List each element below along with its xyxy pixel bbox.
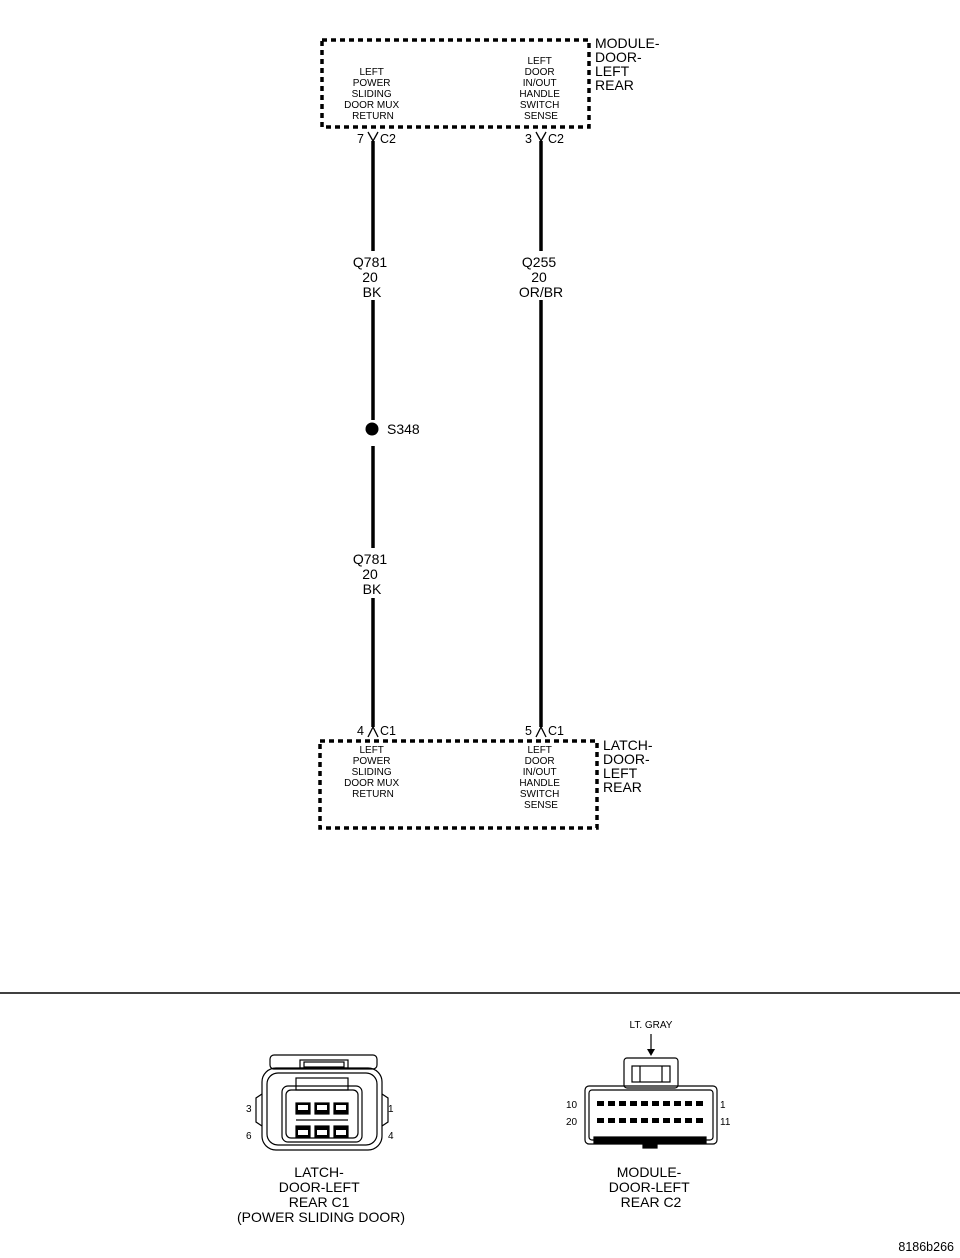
latch-pin2-function: LEFT DOOR IN/OUT HANDLE SWITCH SENSE [519, 745, 562, 811]
latch-c1-connector-face-icon [255, 1054, 389, 1151]
module-c2-pin-bottom-right: 11 [720, 1117, 731, 1128]
module-c2-cavity [663, 1118, 670, 1123]
module-c2-cavity [696, 1118, 703, 1123]
module-c2-cavity [630, 1118, 637, 1123]
module-c2-callout-arrow-icon [647, 1034, 655, 1056]
module-pin2-connector: C2 [548, 132, 564, 146]
module-pin2-function: LEFT DOOR IN/OUT HANDLE SWITCH SENSE [519, 56, 562, 122]
module-c2-pin-bottom-left: 20 [566, 1117, 578, 1128]
latch-connector-symbol-right [535, 725, 547, 738]
latch-c1-pin-bottom-left: 6 [246, 1131, 252, 1142]
latch-connector-symbol-left [367, 725, 379, 738]
module-c2-cavity [652, 1101, 659, 1106]
latch-pin1-connector: C1 [380, 724, 396, 738]
module-c2-pin-top-right: 1 [720, 1100, 726, 1111]
module-c2-cavity [674, 1101, 681, 1106]
module-pin1-connector: C2 [380, 132, 396, 146]
splice-s348-label: S348 [387, 421, 420, 437]
latch-pin2-connector: C1 [548, 724, 564, 738]
figure-id: 8186b266 [898, 1240, 954, 1254]
module-c2-cavity [674, 1118, 681, 1123]
module-door-left-rear-box [320, 38, 591, 129]
module-c2-cavity [619, 1118, 626, 1123]
module-c2-cavity [619, 1101, 626, 1106]
module-c2-cavity [641, 1101, 648, 1106]
module-c2-cavity [652, 1118, 659, 1123]
splice-s348-dot [365, 422, 379, 436]
latch-pin1-function: LEFT POWER SLIDING DOOR MUX RETURN [344, 745, 402, 800]
module-c2-cavity [597, 1101, 604, 1106]
wire-q781-lower-label: Q781 20 BK [353, 551, 391, 597]
module-c2-cavity [685, 1101, 692, 1106]
module-c2-cavity [685, 1118, 692, 1123]
module-c2-connector-face-icon [584, 1057, 718, 1149]
latch-c1-caption: LATCH- DOOR-LEFT REAR C1 (POWER SLIDING … [237, 1164, 405, 1225]
module-c2-cavity [663, 1101, 670, 1106]
latch-pin2-cavity: 5 [525, 724, 532, 738]
latch-name-label: LATCH- DOOR- LEFT REAR [603, 737, 656, 795]
module-connector-symbol-left [367, 131, 379, 143]
wire-q255-label: Q255 20 OR/BR [519, 254, 563, 300]
module-connector-symbol-right [535, 131, 547, 143]
module-c2-pin-top-left: 10 [566, 1100, 578, 1111]
module-c2-cavity [608, 1101, 615, 1106]
module-pin1-function: LEFT POWER SLIDING DOOR MUX RETURN [344, 67, 402, 122]
wire-q781-upper-label: Q781 20 BK [353, 254, 391, 300]
module-c2-cavity [696, 1101, 703, 1106]
module-c2-caption: MODULE- DOOR-LEFT REAR C2 [609, 1164, 694, 1210]
module-c2-cavity [630, 1101, 637, 1106]
latch-pin1-cavity: 4 [357, 724, 364, 738]
module-name-label: MODULE- DOOR- LEFT REAR [595, 35, 663, 93]
module-c2-color-callout: LT. GRAY [630, 1020, 673, 1031]
latch-door-left-rear-box [318, 739, 599, 830]
module-c2-cavity-rows [597, 1101, 703, 1123]
latch-c1-pin-top-left: 3 [246, 1104, 252, 1115]
module-pin1-cavity: 7 [357, 132, 364, 146]
latch-c1-pin-top-right: 1 [388, 1104, 394, 1115]
module-pin2-cavity: 3 [525, 132, 532, 146]
module-c2-cavity [597, 1118, 604, 1123]
latch-c1-pin-bottom-right: 4 [388, 1131, 394, 1142]
module-c2-cavity [641, 1118, 648, 1123]
module-c2-cavity [608, 1118, 615, 1123]
